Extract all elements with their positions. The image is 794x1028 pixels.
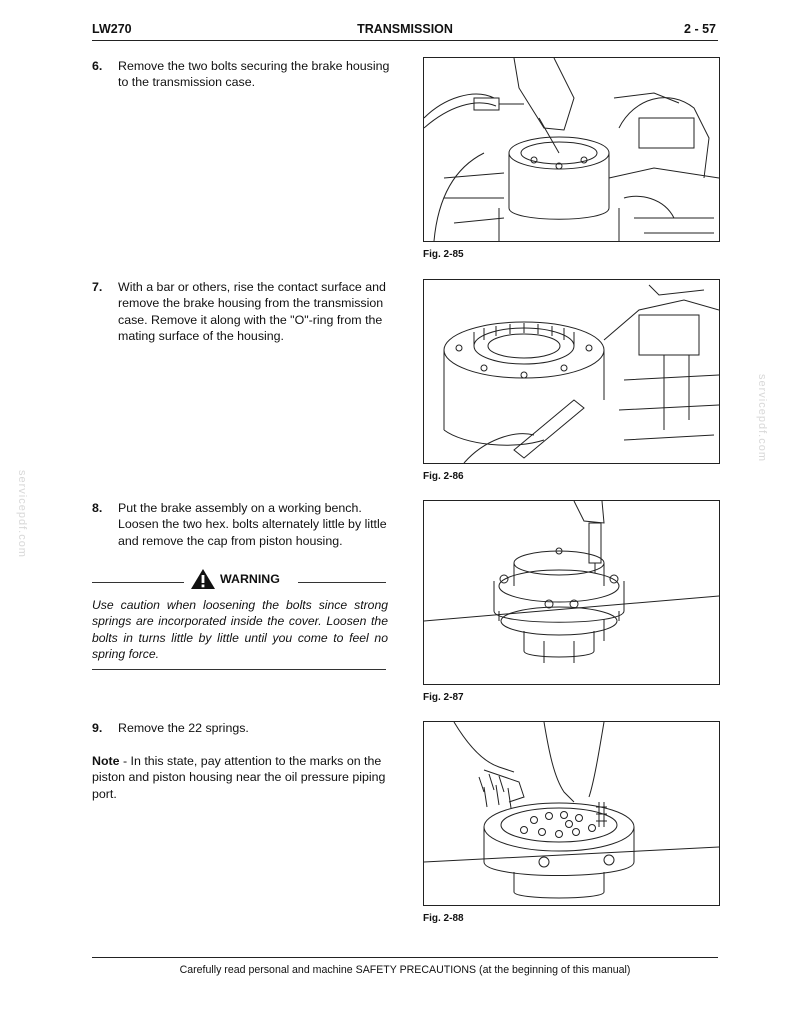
footer-rule bbox=[92, 957, 718, 958]
warning-heading: WARNING bbox=[190, 568, 280, 590]
footer-safety-note: Carefully read personal and machine SAFE… bbox=[179, 964, 631, 976]
warning-rule-left bbox=[92, 582, 184, 583]
figure-2-85-illustration bbox=[423, 57, 720, 242]
step-text: Put the brake assembly on a working benc… bbox=[118, 501, 387, 548]
figure-2-88-illustration bbox=[423, 721, 720, 906]
spring-removal-drawing bbox=[424, 722, 719, 899]
step-text: Remove the 22 springs. bbox=[118, 721, 249, 735]
model-name: LW270 bbox=[92, 22, 132, 36]
step-number: 6. bbox=[92, 59, 103, 73]
watermark-right: servicepdf.com bbox=[756, 374, 768, 462]
brake-assembly-cap-removal-drawing bbox=[424, 501, 719, 663]
note-paragraph: Note - In this state, pay attention to t… bbox=[92, 753, 390, 802]
step-number: 7. bbox=[92, 280, 103, 294]
step-8: 8. Put the brake assembly on a working b… bbox=[92, 500, 397, 549]
brake-housing-lift-drawing bbox=[443, 284, 719, 463]
watermark-left: servicepdf.com bbox=[16, 470, 28, 558]
page-header: LW270 TRANSMISSION 2 - 57 bbox=[92, 22, 718, 41]
figure-caption: Fig. 2-88 bbox=[423, 913, 464, 924]
warning-rule-bottom bbox=[92, 669, 386, 670]
page-number: 2 - 57 bbox=[684, 22, 716, 36]
step-9: 9. Remove the 22 springs. bbox=[92, 720, 397, 736]
warning-rule-right bbox=[298, 582, 386, 583]
warning-icon bbox=[191, 569, 215, 589]
step-number: 9. bbox=[92, 721, 103, 735]
step-6: 6. Remove the two bolts securing the bra… bbox=[92, 58, 397, 91]
step-text: With a bar or others, rise the contact s… bbox=[118, 280, 386, 344]
warning-text: Use caution when loosening the bolts sin… bbox=[92, 598, 388, 662]
figure-caption: Fig. 2-86 bbox=[423, 471, 464, 482]
note-label: Note bbox=[92, 754, 120, 768]
note-text: - In this state, pay attention to the ma… bbox=[92, 754, 386, 801]
section-title: TRANSMISSION bbox=[357, 22, 453, 36]
step-text: Remove the two bolts securing the brake … bbox=[118, 59, 390, 90]
step-7: 7. With a bar or others, rise the contac… bbox=[92, 279, 397, 345]
figure-2-86-illustration bbox=[423, 279, 720, 464]
figure-2-87-illustration bbox=[423, 500, 720, 685]
figure-caption: Fig. 2-87 bbox=[423, 692, 464, 703]
brake-housing-bolt-removal-drawing bbox=[424, 58, 719, 241]
figure-caption: Fig. 2-85 bbox=[423, 249, 464, 260]
step-number: 8. bbox=[92, 501, 103, 515]
warning-title: WARNING bbox=[220, 572, 280, 586]
